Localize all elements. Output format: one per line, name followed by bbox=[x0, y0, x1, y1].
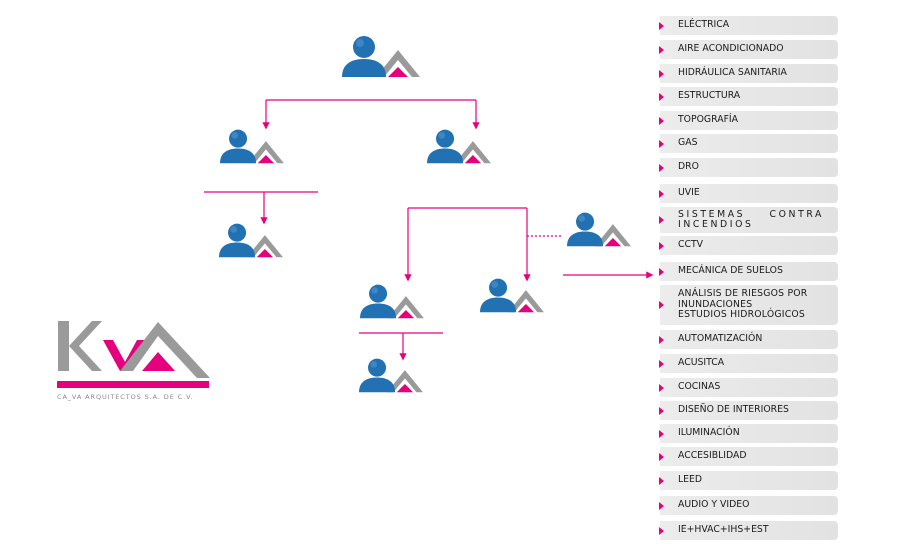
specialty-item: GAS bbox=[659, 134, 838, 153]
specialty-item: ANÁLISIS DE RIESGOS POR INUNDACIONES EST… bbox=[659, 285, 838, 325]
specialty-item: AUDIO Y VIDEO bbox=[659, 496, 838, 515]
specialty-item: ELÉCTRICA bbox=[659, 16, 838, 35]
specialty-item: DRO bbox=[659, 158, 838, 177]
specialty-item: IE+HVAC+IHS+EST bbox=[659, 521, 838, 540]
kva-logo bbox=[57, 321, 210, 388]
node-right bbox=[427, 129, 491, 164]
specialty-item: ACUSITCA bbox=[659, 354, 838, 373]
node-mid-right bbox=[480, 278, 544, 313]
node-low bbox=[359, 358, 423, 393]
arrow-right-icon bbox=[659, 406, 664, 415]
specialty-item: COCINAS bbox=[659, 378, 838, 397]
arrow-right-icon bbox=[659, 241, 664, 250]
specialty-item: UVIE bbox=[659, 184, 838, 203]
arrow-right-icon bbox=[659, 139, 664, 148]
node-far-right bbox=[567, 212, 631, 247]
node-left bbox=[220, 129, 284, 164]
specialty-item: CCTV bbox=[659, 236, 838, 255]
specialty-item: AIRE ACONDICIONADO bbox=[659, 40, 838, 59]
arrow-right-icon bbox=[659, 216, 664, 224]
node-top bbox=[342, 36, 420, 77]
arrow-right-icon bbox=[659, 163, 664, 172]
specialty-item: LEED bbox=[659, 471, 838, 490]
arrow-right-icon bbox=[659, 301, 664, 309]
specialty-item: ESTRUCTURA bbox=[659, 87, 838, 106]
arrow-right-icon bbox=[659, 335, 664, 344]
arrow-right-icon bbox=[659, 359, 664, 368]
arrow-right-icon bbox=[659, 383, 664, 392]
arrow-right-icon bbox=[659, 501, 664, 510]
specialty-item: HIDRÁULICA SANITARIA bbox=[659, 64, 838, 83]
specialty-item: DISEÑO DE INTERIORES bbox=[659, 401, 838, 420]
arrow-right-icon bbox=[659, 452, 664, 461]
arrow-right-icon bbox=[659, 21, 664, 30]
arrow-right-icon bbox=[659, 476, 664, 485]
arrow-right-icon bbox=[659, 92, 664, 101]
specialty-item: TOPOGRAFÍA bbox=[659, 111, 838, 130]
logo-caption: CA_VA ARQUITECTOS S.A. DE C.V. bbox=[57, 393, 194, 401]
arrow-right-icon bbox=[659, 429, 664, 438]
arrow-right-icon bbox=[659, 69, 664, 78]
node-mid-left bbox=[360, 284, 424, 319]
arrow-right-icon bbox=[659, 45, 664, 54]
connectors bbox=[204, 99, 654, 361]
node-left-child bbox=[219, 223, 283, 258]
arrow-right-icon bbox=[659, 116, 664, 125]
specialty-item: AUTOMATIZACIÓN bbox=[659, 330, 838, 349]
arrow-right-icon bbox=[659, 267, 664, 276]
arrow-right-icon bbox=[659, 526, 664, 535]
specialty-item: MECÁNICA DE SUELOS bbox=[659, 262, 838, 281]
specialty-item: SISTEMAS CONTRA INCENDIOS bbox=[659, 207, 838, 233]
specialty-item: ILUMINACIÓN bbox=[659, 424, 838, 443]
specialty-item: ACCESIBLIDAD bbox=[659, 447, 838, 466]
arrow-right-icon bbox=[659, 189, 664, 198]
